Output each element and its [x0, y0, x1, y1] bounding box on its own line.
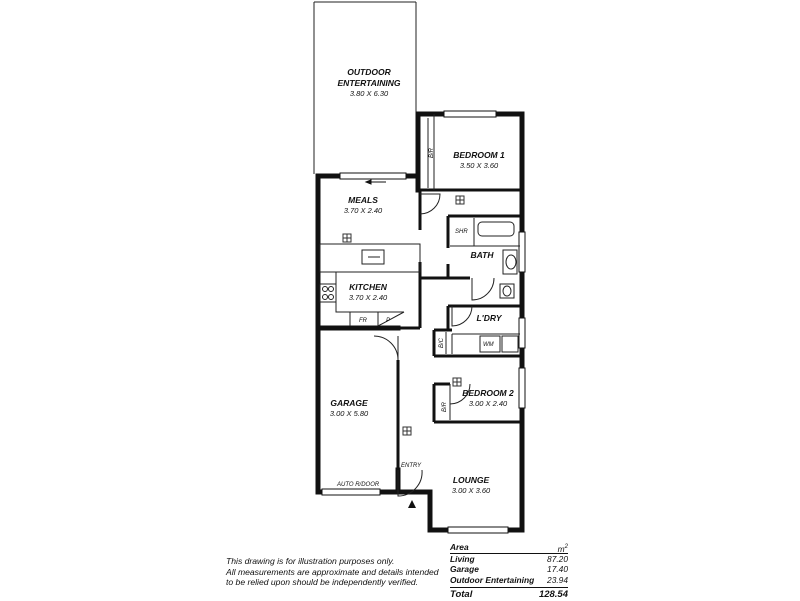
- floor-plan: OUTDOOR ENTERTAINING 3.80 X 6.30 BEDROOM…: [313, 1, 526, 534]
- garage-dims: 3.00 X 5.80: [330, 409, 369, 418]
- area-row-label: Living: [450, 553, 475, 564]
- meals-label: MEALS: [348, 195, 378, 205]
- kitchen-label: KITCHEN: [349, 282, 388, 292]
- outdoor-label-line1: OUTDOOR: [347, 67, 391, 77]
- area-total-value: 128.54: [538, 589, 568, 600]
- pantry-tag: P: [386, 318, 390, 324]
- area-row-outdoor: Outdoor Entertaining 23.94: [450, 575, 568, 586]
- garage-label: GARAGE: [330, 398, 368, 408]
- area-row-value: 87.20: [547, 553, 568, 564]
- bedroom2-dims: 3.00 X 2.40: [469, 399, 508, 408]
- disclaimer-line-2: All measurements are approximate and det…: [226, 566, 439, 577]
- disclaimer-line-3: to be relied upon should be independentl…: [226, 577, 419, 587]
- doors: [373, 193, 495, 497]
- fridge-tag: FR: [359, 318, 368, 324]
- shower-tag: SHR: [455, 229, 468, 235]
- area-table-header: Area m2: [450, 542, 568, 554]
- laundry-label: L'DRY: [476, 313, 502, 323]
- outdoor-entertaining-area: [313, 1, 417, 174]
- outdoor-dims: 3.80 X 6.30: [350, 89, 389, 98]
- fixtures: [319, 114, 520, 420]
- garage-door-tag: AUTO R/DOOR: [336, 482, 380, 488]
- meals-dims: 3.70 X 2.40: [344, 206, 383, 215]
- bedroom2-label: BEDROOM 2: [462, 388, 514, 398]
- outdoor-label-line2: ENTERTAINING: [338, 78, 401, 88]
- area-header-label: Area: [450, 542, 469, 552]
- area-row-value: 23.94: [547, 574, 568, 585]
- light-fixture-icons: [342, 195, 465, 436]
- area-total-label: Total: [450, 589, 473, 600]
- bath-label: BATH: [471, 250, 495, 260]
- entry-tag: ENTRY: [401, 463, 422, 469]
- sliding-door-arrow-icon: [364, 179, 386, 185]
- area-row-label: Garage: [450, 564, 479, 574]
- washing-machine-tag: WM: [483, 342, 494, 348]
- area-row-garage: Garage 17.40: [450, 564, 568, 575]
- robe2-tag: B/R: [442, 401, 448, 412]
- disclaimer: This drawing is for illustration purpose…: [226, 556, 439, 588]
- bedroom1-dims: 3.50 X 3.60: [460, 161, 499, 170]
- area-total-row: Total 128.54: [450, 587, 568, 601]
- kitchen-dims: 3.70 X 2.40: [349, 293, 388, 302]
- robe1-tag: B/R: [429, 147, 435, 158]
- area-row-label: Outdoor Entertaining: [450, 574, 535, 585]
- disclaimer-line-1: This drawing is for illustration purpose…: [226, 556, 395, 566]
- area-header-unit: m2: [557, 543, 568, 554]
- broom-cupboard-tag: B/C: [439, 337, 445, 348]
- lounge-label: LOUNGE: [453, 475, 490, 485]
- windows: [321, 110, 526, 534]
- area-row-living: Living 87.20: [450, 554, 568, 565]
- area-row-value: 17.40: [547, 564, 568, 574]
- entry-arrow-icon: [408, 500, 416, 508]
- bedroom1-label: BEDROOM 1: [453, 150, 505, 160]
- area-table: Area m2 Living 87.20 Garage 17.40 Outdoo…: [450, 542, 568, 601]
- interior-walls: [396, 188, 522, 470]
- lounge-dims: 3.00 X 3.60: [452, 486, 491, 495]
